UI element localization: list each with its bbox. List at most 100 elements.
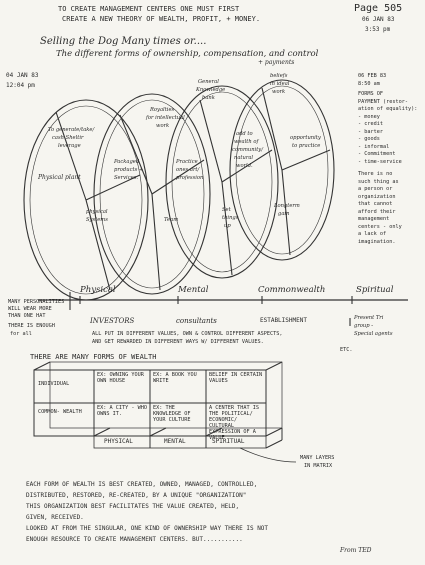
sp-seg-2-line3: community/: [232, 147, 263, 153]
right-note-payment-line-8: - Commitment: [358, 151, 396, 157]
cw-seg-2-line2: ones art/: [176, 167, 200, 173]
matrix-cell-1-0: EX: A CITY - WHO OWNS IT.: [97, 405, 147, 417]
matrix-cell-0-1: EX: A BOOK YOU WRITE: [153, 372, 197, 384]
matrix-note-1: MANY LAYERS: [300, 455, 335, 461]
physical-seg-1-line2: cash Sheltir: [52, 135, 84, 141]
side-note-5: for all: [10, 331, 32, 337]
header-line-1: TO CREATE MANAGEMENT CENTERS ONE MUST FI…: [58, 5, 240, 13]
header-time: 3:53 pm: [365, 26, 391, 33]
sp-seg-2-line5: world.: [236, 163, 253, 169]
right-note-payment-line-1: PAYMENT (restor-: [358, 98, 408, 105]
right-note-imagination-line-5: afford their: [358, 208, 396, 215]
footer-line-5: ENOUGH RESOURCE TO CREATE MANAGEMENT CEN…: [26, 536, 243, 543]
matrix-cell-0-0: EX: OWNING YOUR OWN HOUSE: [97, 372, 144, 384]
wheel-mental: [93, 93, 211, 295]
summary-line-1: ALL PUT IN DIFFERENT VALUES, OWN & CONTR…: [92, 331, 283, 337]
side-note-3: THAN ONE HAT: [8, 313, 46, 319]
sp-seg-2-line4: natural: [234, 155, 254, 161]
footer-line-0: EACH FORM OF WEALTH IS BEST CREATED, OWN…: [26, 481, 258, 488]
axis-under-establishment: ESTABLISHMENT: [260, 317, 307, 324]
left-note-date: 04 JAN 83: [6, 72, 39, 79]
wheel-commonwealth: [165, 85, 279, 279]
matrix-cell-1-1: EX: THE KNOWLEDGE OF YOUR CULTURE: [153, 405, 191, 423]
page-number: Page 505: [354, 3, 403, 14]
mental-seg-3: Team: [164, 217, 179, 223]
footer-line-3: GIVEN, RECEIVED.: [26, 514, 84, 521]
right-note-imagination-line-8: a lack of: [358, 231, 387, 237]
physical-seg-1-line1: To generate/take/: [48, 127, 95, 133]
signature: From TED: [340, 547, 372, 554]
mental-seg-2-line2: products +: [114, 167, 144, 173]
mental-seg-1-line1: Royalties: [150, 107, 175, 113]
axis-under-consultants: consultants: [176, 317, 217, 325]
matrix-row-commonwealth: COMMON- WEALTH: [38, 409, 82, 415]
cw-seg-2-line3: profession: [176, 175, 204, 181]
axis-under-tri-group-2: group -: [354, 323, 373, 329]
mental-seg-2-line1: Packaged: [114, 159, 140, 165]
side-note-2: WILL WEAR MORE: [8, 306, 52, 312]
right-note-imagination-line-3: organization: [358, 193, 396, 200]
right-note-date: 06 FEB 83: [358, 73, 387, 79]
right-note-imagination-line-9: imagination.: [358, 238, 396, 245]
cw-seg-3-line1: Set: [222, 207, 231, 213]
footer-line-4: LOOKED AT FROM THE SINGULAR, ONE KIND OF…: [26, 525, 269, 532]
cw-seg-1-line3: bank: [202, 95, 215, 101]
axis-label-spiritual: Spiritual: [356, 285, 394, 295]
header-line-2: CREATE A NEW THEORY OF WEALTH, PROFIT, +…: [62, 15, 261, 23]
side-note-1: MANY PERSONALITIES: [8, 299, 65, 305]
right-note-imagination-line-1: such thing as: [358, 178, 399, 185]
sp-seg-4-line2: to practice: [292, 143, 321, 149]
page-title: Selling the Dog Many times or....: [40, 36, 207, 47]
right-note-payment-line-0: FORMS OF: [358, 91, 383, 97]
cw-seg-2-line1: Practice: [176, 159, 198, 165]
sp-seg-4-line1: opportunity: [290, 135, 321, 141]
matrix-cell-1-2: A CENTER THAT IS THE POLITICAL/ ECONOMIC…: [209, 405, 259, 441]
mental-seg-2-line3: Services.: [114, 175, 138, 181]
axis-label-physical: Physical: [80, 285, 116, 295]
header-date: 06 JAN 83: [362, 16, 395, 23]
matrix-row-individual: INDIVIDUAL: [38, 381, 70, 387]
sp-seg-1-line3: work: [272, 89, 286, 95]
left-note-time: 12:04 pm: [6, 82, 35, 89]
right-note-imagination-line-4: that cannot: [358, 201, 393, 207]
right-note-payment-line-7: - informal: [358, 143, 390, 150]
physical-seg-2-line1: physical: [86, 209, 108, 215]
cw-seg-3-line3: up: [224, 223, 231, 229]
footer-line-1: DISTRIBUTED, RESTORED, RE-CREATED, BY A …: [26, 492, 247, 499]
matrix-col-mental: MENTAL: [164, 438, 186, 445]
wheel-spiritual: [229, 79, 335, 261]
sp-seg-2-line1: add to: [236, 131, 253, 137]
right-note-payment-line-4: - credit: [358, 121, 383, 127]
matrix-col-physical: PHYSICAL: [104, 438, 133, 445]
right-note-payment-line-6: - goods: [358, 136, 380, 142]
cw-seg-3-line2: things: [222, 215, 239, 221]
right-note-imagination-line-0: There is no: [358, 171, 393, 177]
physical-seg-1-line3: leverage: [58, 143, 81, 149]
mental-seg-1-line3: work: [156, 123, 170, 129]
page-subtitle: The different forms of ownership, compen…: [56, 49, 319, 59]
summary-etc: ETC.: [340, 347, 353, 353]
axis-under-investors: INVESTORS: [90, 317, 135, 325]
right-note-imagination-line-7: centers - only: [358, 223, 402, 230]
physical-seg-2-line2: Systems: [86, 217, 108, 223]
sp-seg-1-line1: beliefs: [270, 73, 288, 79]
right-note-payment-line-5: - barter: [358, 128, 383, 135]
cw-seg-1-line1: General: [198, 79, 219, 85]
right-note-payment-line-3: - money: [358, 113, 380, 120]
axis-label-commonwealth: Commonwealth: [258, 285, 326, 295]
axis-label-mental: Mental: [178, 285, 209, 295]
sp-seg-3-line1: Longterm: [274, 203, 300, 209]
footer-line-2: THIS ORGANIZATION BEST FACILITATES THE V…: [26, 503, 240, 510]
side-note-4: THERE IS ENOUGH: [8, 323, 55, 329]
matrix-cell-0-2: BELIEF IN CERTAIN VALUES: [209, 372, 263, 384]
page-subtitle-addition: + payments: [258, 59, 295, 66]
right-note-payment-line-2: ation of equality):: [358, 106, 418, 112]
sp-seg-3-line2: gain: [278, 211, 290, 217]
cw-seg-1-line2: Knowledge: [196, 87, 226, 93]
right-note-time: 8:50 am: [358, 81, 380, 87]
matrix-title: THERE ARE MANY FORMS OF WEALTH: [30, 353, 157, 361]
summary-line-2: AND GET REWARDED IN DIFFERENT WAYS W/ DI…: [92, 339, 264, 345]
